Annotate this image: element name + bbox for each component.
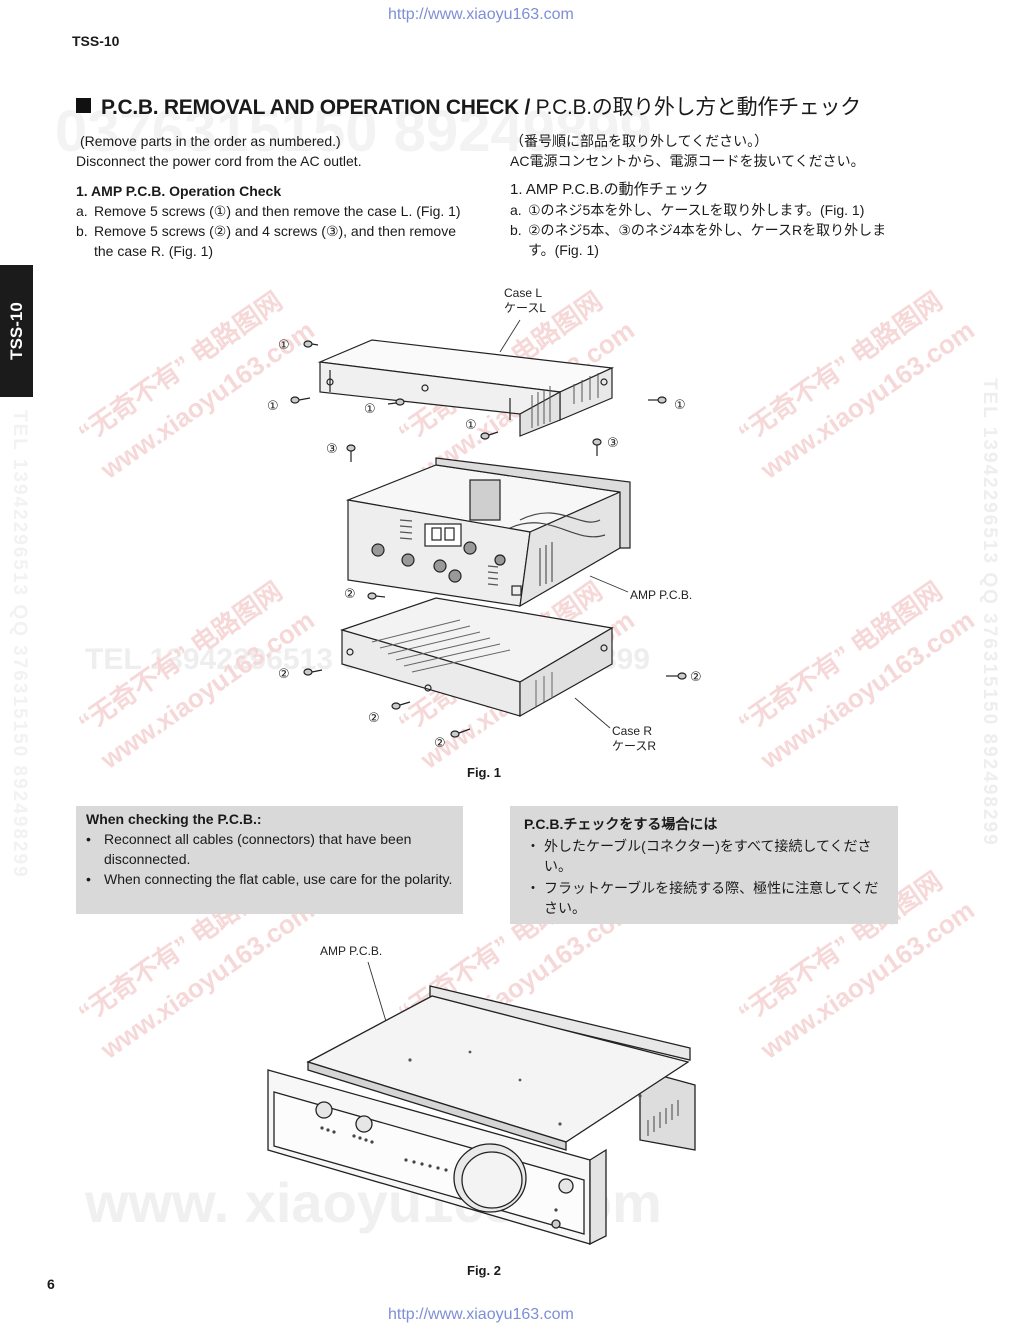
screw-marker-1: ①	[364, 401, 376, 416]
section-en-title: 1. AMP P.C.B. Operation Check	[76, 183, 282, 199]
amp-pcb-label-fig2: AMP P.C.B.	[320, 944, 383, 958]
screw-marker-1: ①	[278, 337, 290, 352]
fig2-caption: Fig. 2	[467, 1263, 501, 1278]
step-b-jp-marker: b.	[510, 222, 522, 238]
step-b-en: b. Remove 5 screws (②) and 4 screws (③),…	[76, 221, 464, 261]
case-l-drawing	[317, 339, 615, 437]
section-jp: 1. AMP P.C.B.の動作チェック a. ①のネジ5本を外し、ケースLを取…	[510, 180, 902, 260]
check-en-item: • Reconnect all cables (connectors) that…	[86, 831, 412, 867]
check-jp-title: P.C.B.チェックをする場合には	[524, 816, 718, 832]
bullet-icon: ・	[526, 838, 540, 854]
step-a-en: a. Remove 5 screws (①) and then remove t…	[76, 201, 464, 221]
step-a-jp: a. ①のネジ5本を外し、ケースLを取り外します。(Fig. 1)	[510, 200, 902, 220]
fig2-amplifier-diagram	[267, 961, 696, 1246]
check-box-jp: P.C.B.チェックをする場合には ・ 外したケーブル(コネクター)をすべて接続…	[510, 806, 898, 924]
screw-marker-1: ①	[267, 398, 279, 413]
screw-marker-2: ②	[690, 669, 702, 684]
heading-jp: P.C.B.の取り外し方と動作チェック	[535, 96, 862, 119]
section-jp-title: 1. AMP P.C.B.の動作チェック	[510, 181, 709, 198]
case-r-drawing	[340, 597, 614, 718]
top-url-link[interactable]: http://www.xiaoyu163.com	[388, 6, 574, 23]
fig1-exploded-diagram	[290, 319, 687, 738]
step-b-jp-text: ②のネジ5本、③のネジ4本を外し、ケースRを取り外します。(Fig. 1)	[528, 222, 887, 258]
check-jp-item: ・ 外したケーブル(コネクター)をすべて接続してください。	[526, 838, 872, 874]
bottom-url-link[interactable]: http://www.xiaoyu163.com	[388, 1306, 574, 1323]
intro-jp-line1: （番号順に部品を取り外してください。）	[510, 133, 769, 149]
case-r-label: Case R ケースR	[612, 724, 657, 753]
screw-marker-2: ②	[278, 666, 290, 681]
intro-jp: （番号順に部品を取り外してください。） AC電源コンセントから、電源コードを抜い…	[510, 131, 910, 171]
chassis-drawing	[345, 457, 631, 608]
screw-marker-2: ②	[434, 735, 446, 750]
bullet-icon: ・	[526, 880, 540, 896]
intro-en: (Remove parts in the order as numbered.)…	[76, 131, 476, 171]
screw-marker-2: ②	[344, 586, 356, 601]
screw-marker-3: ③	[607, 435, 619, 450]
heading-en: P.C.B. REMOVAL AND OPERATION CHECK /	[101, 96, 536, 119]
screw-marker-1: ①	[465, 417, 477, 432]
amp-pcb-label-fig1: AMP P.C.B.	[630, 588, 693, 602]
screws-1	[290, 340, 667, 440]
step-a-text: Remove 5 screws (①) and then remove the …	[94, 203, 461, 219]
bullet-icon: •	[86, 871, 91, 887]
screws-2	[303, 592, 687, 738]
page-number: 6	[47, 1276, 55, 1292]
step-a-jp-text: ①のネジ5本を外し、ケースLを取り外します。(Fig. 1)	[528, 202, 865, 218]
screw-marker-1: ①	[674, 397, 686, 412]
check-en-title: When checking the P.C.B.:	[86, 811, 262, 827]
section-en: 1. AMP P.C.B. Operation Check a. Remove …	[76, 181, 464, 261]
side-tab: TSS-10	[0, 265, 33, 397]
bullet-icon: •	[86, 831, 91, 847]
check-box-en: When checking the P.C.B.: • Reconnect al…	[76, 806, 463, 914]
step-a-jp-marker: a.	[510, 202, 522, 218]
step-b-jp: b. ②のネジ5本、③のネジ4本を外し、ケースRを取り外します。(Fig. 1)	[510, 220, 902, 260]
model-name: TSS-10	[72, 33, 120, 49]
intro-en-line2: Disconnect the power cord from the AC ou…	[76, 153, 362, 169]
step-b-marker: b.	[76, 223, 88, 239]
case-l-label: Case L ケースL	[504, 286, 547, 315]
heading-square-icon	[76, 98, 91, 113]
screw-marker-3: ③	[326, 441, 338, 456]
step-b-text: Remove 5 screws (②) and 4 screws (③), an…	[94, 223, 457, 259]
page-heading: P.C.B. REMOVAL AND OPERATION CHECK / P.C…	[76, 91, 861, 121]
check-jp-item: ・ フラットケーブルを接続する際、極性に注意してください。	[526, 880, 879, 916]
fig1-caption: Fig. 1	[467, 765, 501, 780]
screw-marker-2: ②	[368, 710, 380, 725]
intro-jp-line2: AC電源コンセントから、電源コードを抜いてください。	[510, 153, 865, 169]
intro-en-line1: (Remove parts in the order as numbered.)	[80, 133, 341, 149]
screws-3	[346, 438, 602, 462]
check-en-item: • When connecting the flat cable, use ca…	[86, 871, 453, 887]
step-a-marker: a.	[76, 203, 88, 219]
